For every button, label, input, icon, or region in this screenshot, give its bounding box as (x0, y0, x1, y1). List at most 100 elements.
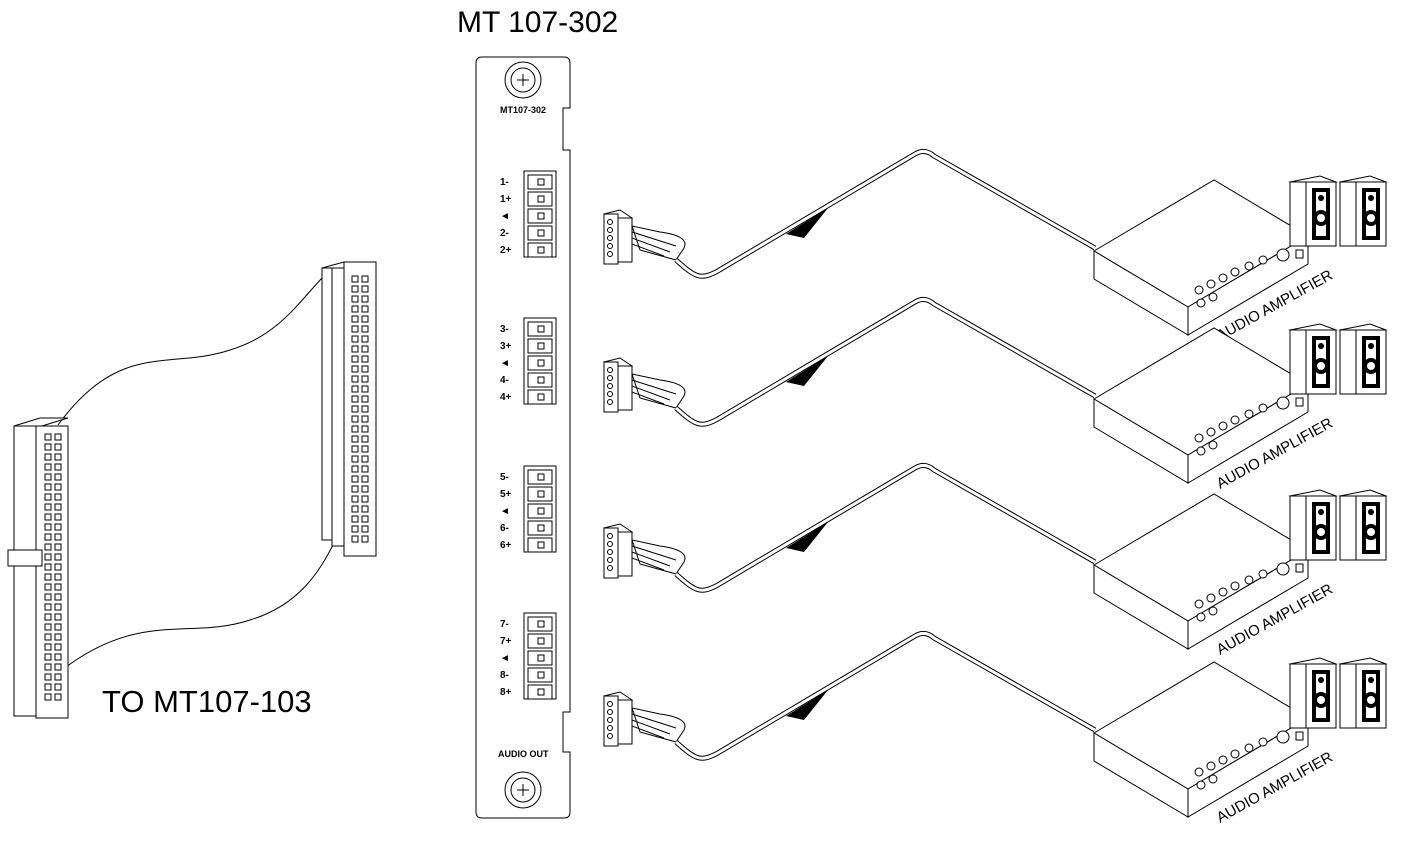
ribbon-pin (44, 533, 52, 541)
terminal-screw (537, 490, 545, 498)
ribbon-pin (54, 663, 62, 671)
ribbon-pin (351, 445, 359, 453)
terminal-block-1: 1-1+◄2-2+ (500, 170, 557, 258)
ribbon-pin (351, 395, 359, 403)
amplifier-knob (1244, 575, 1254, 585)
ribbon-pin (351, 345, 359, 353)
ribbon-pin (44, 603, 52, 611)
terminal-screw (537, 524, 545, 532)
terminal-screw (537, 620, 545, 628)
ribbon-pin (44, 573, 52, 581)
speaker-icon (1338, 489, 1388, 561)
ribbon-pin (351, 455, 359, 463)
ribbon-pin (44, 623, 52, 631)
ribbon-pin (54, 623, 62, 631)
ribbon-pin (351, 305, 359, 313)
ribbon-pin (44, 593, 52, 601)
terminal-screw (537, 541, 545, 549)
amplifier-knob (1244, 743, 1254, 753)
ribbon-pin (54, 653, 62, 661)
audio-amplifier: AUDIO AMPLIFIER (1093, 327, 1336, 492)
amplifier-knob (1206, 593, 1216, 603)
ribbon-pin (44, 653, 52, 661)
ribbon-pin (54, 633, 62, 641)
terminal-screw (537, 212, 545, 220)
ribbon-cable (7, 261, 377, 719)
ribbon-pin (361, 475, 369, 483)
ribbon-pin (361, 385, 369, 393)
terminal-screw (537, 654, 545, 662)
ribbon-pin (351, 385, 359, 393)
ribbon-pin (361, 305, 369, 313)
ribbon-pin (361, 355, 369, 363)
ribbon-pin (44, 633, 52, 641)
terminal-block-4: 7-7+◄8-8+ (500, 612, 557, 700)
terminal-label: 2- (500, 228, 509, 239)
output-row-1: AUDIO AMPLIFIER (602, 148, 1388, 344)
amplifier-knob (1218, 273, 1228, 283)
amplifier-knob (1258, 737, 1268, 747)
amplifier-knob (1194, 599, 1204, 609)
ribbon-pin (361, 445, 369, 453)
ribbon-pin (44, 673, 52, 681)
ribbon-pin (361, 365, 369, 373)
ribbon-pin (54, 493, 62, 501)
ribbon-pin (361, 495, 369, 503)
ribbon-pin (351, 495, 359, 503)
ribbon-pin (361, 455, 369, 463)
ribbon-pin (361, 515, 369, 523)
speaker-icon (1288, 323, 1338, 395)
ribbon-pin (351, 475, 359, 483)
ribbon-pin (351, 525, 359, 533)
top-thumbscrew (504, 61, 542, 99)
ribbon-pin (54, 673, 62, 681)
ribbon-pin (351, 435, 359, 443)
ribbon-pin (54, 503, 62, 511)
ribbon-pin (54, 553, 62, 561)
ribbon-pin (44, 493, 52, 501)
terminal-screw (537, 195, 545, 203)
terminal-plug (602, 209, 686, 265)
speaker-icon (1338, 657, 1388, 729)
signal-arrow (786, 690, 828, 720)
mt107-302-card: MT107-302 AUDIO OUT 1-1+◄2-2+3-3+◄4-4+5-… (475, 56, 571, 819)
amplifier-knob (1196, 446, 1206, 456)
terminal-screw (537, 178, 545, 186)
amplifier-knob (1194, 285, 1204, 295)
ribbon-connector-right (321, 261, 377, 557)
amplifier-knob (1206, 427, 1216, 437)
ribbon-pin (54, 683, 62, 691)
ribbon-pin (44, 453, 52, 461)
terminal-screw (537, 473, 545, 481)
ribbon-pin (44, 683, 52, 691)
ribbon-pin (351, 365, 359, 373)
terminal-screw (537, 229, 545, 237)
ribbon-pin (351, 335, 359, 343)
ribbon-pin (361, 525, 369, 533)
ribbon-pin (361, 275, 369, 283)
ribbon-pin (54, 533, 62, 541)
ribbon-pin (54, 593, 62, 601)
amplifier-knob (1208, 440, 1218, 450)
amplifier-knob (1244, 409, 1254, 419)
terminal-screw (537, 688, 545, 696)
ribbon-pin (54, 693, 62, 701)
ribbon-pin (351, 415, 359, 423)
ribbon-pin (351, 295, 359, 303)
speaker-icon (1288, 657, 1338, 729)
ribbon-pin (351, 275, 359, 283)
ribbon-cable-label: TO MT107-103 (102, 684, 312, 719)
ribbon-pin (44, 443, 52, 451)
ribbon-pin (361, 285, 369, 293)
terminal-label: 3- (500, 324, 509, 335)
terminal-screw (537, 671, 545, 679)
diagram-title: MT 107-302 (457, 6, 618, 39)
ribbon-pin (351, 325, 359, 333)
ribbon-pin (54, 613, 62, 621)
amplifier-knob (1276, 248, 1290, 262)
ribbon-pin (351, 515, 359, 523)
ribbon-pin (44, 693, 52, 701)
ribbon-pin (44, 433, 52, 441)
speaker-icon (1338, 175, 1388, 247)
ribbon-pin (361, 325, 369, 333)
